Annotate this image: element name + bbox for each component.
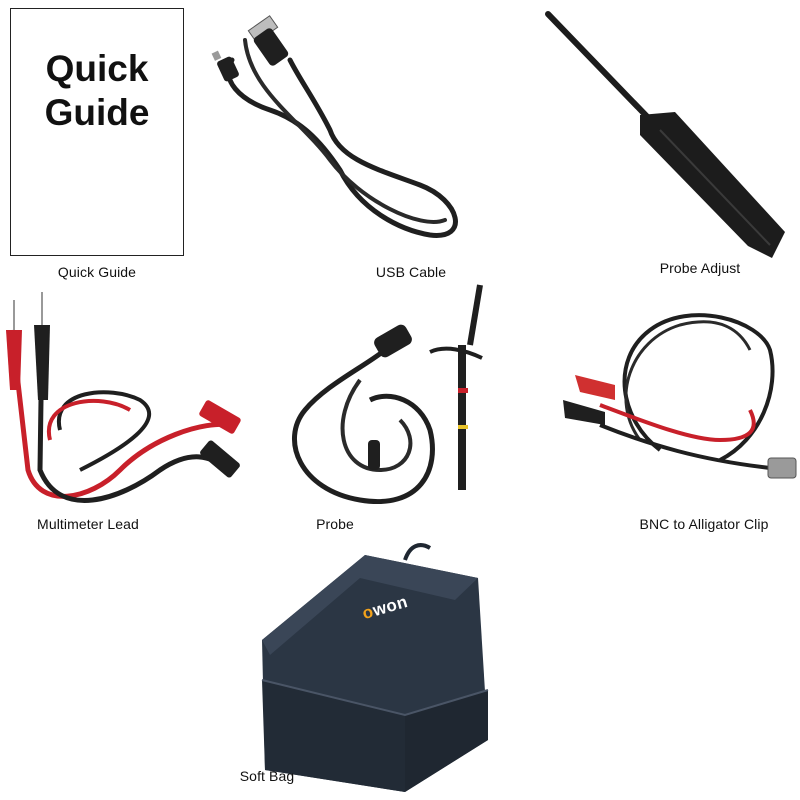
soft-bag-brand-logo: owon — [360, 592, 410, 624]
probe-adjust-caption: Probe Adjust — [659, 260, 741, 276]
multimeter-lead-image — [6, 292, 241, 503]
soft-bag-caption: Soft Bag — [239, 768, 295, 784]
usb-cable-image — [211, 15, 458, 238]
quick-guide-title-line1: Quick — [45, 48, 149, 89]
brand-logo-rest: won — [370, 591, 410, 621]
bnc-alligator-image — [563, 313, 797, 479]
usb-cable-caption: USB Cable — [375, 264, 447, 280]
soft-bag-image — [261, 543, 489, 792]
probe-adjust-image — [545, 11, 785, 258]
probe-image — [292, 284, 483, 504]
quick-guide-caption: Quick Guide — [57, 264, 137, 280]
probe-caption: Probe — [316, 516, 354, 532]
quick-guide-cover-title: Quick Guide — [11, 47, 183, 135]
quick-guide-title-line2: Guide — [44, 92, 150, 133]
bnc-alligator-caption: BNC to Alligator Clip — [639, 516, 769, 532]
multimeter-lead-caption: Multimeter Lead — [37, 516, 139, 532]
quick-guide-booklet: Quick Guide — [10, 8, 184, 256]
